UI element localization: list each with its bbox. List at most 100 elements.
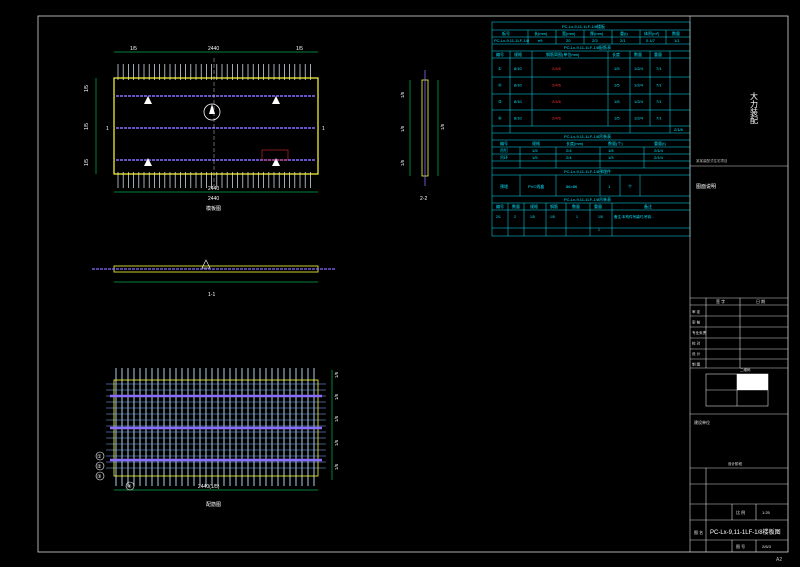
table-5-cell: 1/5 [598, 215, 603, 219]
table-5-header-cell: 规格 [530, 203, 538, 209]
plan-top-dim: 1/5 [130, 46, 137, 52]
lifting-point-marker [272, 158, 280, 166]
table-5-header-cell: 数量 [512, 203, 520, 209]
rebar-callout-circle [95, 461, 105, 471]
table-2-cell: 8/10 [514, 99, 523, 104]
table-3-header-cell: 规格 [532, 140, 540, 146]
table-1-cell: 1/1 [674, 38, 680, 43]
plan-detail-box [261, 149, 289, 161]
table-3-cell: 1/5 [608, 155, 614, 160]
table-2-header-cell: 重量 [654, 51, 662, 57]
table-3-cell: 2/1/4 [654, 155, 664, 160]
plan-view: 1/5 2440 1/5 1/5 1/5 1/5 2440 2440 1 1 模… [84, 46, 325, 212]
north-arrow-head-icon [209, 104, 215, 114]
table-2-cell: 8/10 [514, 83, 523, 88]
table-3-cell: 吊钉 [500, 147, 508, 153]
rebar-view: 1/5 1/5 1/5 1/5 1/5 2440(1/5) ① ② ③ ④ 配筋… [95, 368, 339, 508]
drawing-name: PC-Lx-9,11-1LF-1/8楼板图 [710, 528, 781, 536]
table-1-header-cell: 长(mm) [534, 30, 548, 36]
client-label: 建设单位 [694, 419, 710, 425]
table-5-header-cell: 备注 [644, 203, 652, 209]
rebar-callout: ④ [127, 484, 132, 490]
table-5-cell: 1 [576, 215, 578, 219]
lifting-point-marker [144, 158, 152, 166]
drawing-number: 2/6/3 [762, 544, 772, 549]
plan-bottom-dim: 2440 [208, 196, 219, 202]
table-2-header-cell: 数量 [634, 51, 642, 57]
table-5-header-cell: 数量 [572, 203, 580, 209]
table-1-title: PC-Lx-9,11-1LF-1/8楼板 [562, 23, 605, 29]
table-2-header-cell: 钢筋简图(单位mm) [546, 51, 580, 57]
table-2-cell: 1/5 [614, 66, 620, 71]
table-1-header-cell: 重(t) [620, 30, 628, 36]
plan-left-dim: 1/5 [84, 123, 90, 130]
qr-code-fill [737, 374, 768, 390]
title-block-text: 大力装配 某某装配式住宅项目 图面说明 签 字 日 期 审 定审 核专业负责校 … [692, 91, 781, 549]
table-2-header-cell: 规格 [514, 51, 522, 57]
section-mark: 1 [106, 126, 109, 132]
table-3-cell: 1/5 [532, 148, 538, 153]
rebar-callout-circle [95, 451, 105, 461]
table-5-cell: 2/1 [496, 215, 501, 219]
table-4-cell: PVC线盒 [528, 183, 544, 189]
table-4-cell: 86×86 [566, 184, 578, 189]
plan-top-dim: 1/5 [296, 46, 303, 52]
table-2-cell: 1/2/4 [634, 83, 644, 88]
rebar-vertical-bars [115, 368, 315, 486]
section-2-2-dim: 1/5 [400, 125, 405, 132]
rebar-right-dim: 1/5 [334, 371, 339, 378]
project-label: 某某装配式住宅项目 [696, 158, 728, 163]
title-block-row-label: 审 定 [692, 309, 701, 314]
table-5-cell: 1 [598, 228, 600, 232]
table-1-header-cell: 数量 [672, 30, 680, 36]
table-2-cell: 1/2/4 [634, 99, 644, 104]
table-1-header-cell: 宽(mm) [562, 30, 576, 36]
lifting-point-marker [272, 96, 280, 104]
schedule-tables-text: PC-Lx-9,11-1LF-1/8楼板 板号 长(mm) 宽(mm) 厚(mm… [494, 23, 684, 232]
lifting-point-marker [201, 259, 211, 269]
table-1-header-cell: 体积(m³) [644, 30, 660, 36]
plan-bottom-dim: 2440 [208, 186, 219, 192]
section-mark: 1 [322, 126, 325, 132]
table-2-cell: 2/4/6 [552, 83, 562, 88]
sheet-size-label: A2 [776, 557, 782, 563]
plan-rebar-stubs-bottom [117, 172, 311, 188]
table-2-header-cell: 编号 [496, 51, 504, 57]
table-1-cell: e9 [538, 38, 543, 43]
table-5-title: PC-Lx-9,11-1LF-1/8吊装表 [564, 196, 611, 202]
company-name: 大力装配 [750, 91, 759, 125]
table-4-cell: 个 [628, 184, 632, 189]
stage-label: 设计阶段 [728, 461, 742, 466]
table-5-cell: 1/5 [550, 215, 555, 219]
table-2-cell: 1/5 [614, 116, 620, 121]
plan-view-title: 模板图 [206, 205, 221, 212]
lifting-point-marker [144, 96, 152, 104]
drawing-outer-frame [37, 15, 789, 553]
drawing-number-label: 图 号 [736, 543, 745, 549]
table-2-cell: ② [498, 83, 502, 88]
section-2-2-title: 2-2 [420, 196, 427, 202]
table-5-header-cell: 编号 [496, 203, 504, 209]
rebar-callout: ① [97, 454, 102, 460]
table-2-cell: 2/4/6 [552, 116, 562, 121]
table-3-header-cell: 编号 [500, 140, 508, 146]
title-block [689, 16, 788, 552]
rebar-right-dim: 1/5 [334, 439, 339, 446]
table-5-cell: 2 [514, 215, 516, 219]
table-2-cell: ③ [498, 99, 502, 104]
plan-left-dim: 1/5 [84, 85, 90, 92]
rebar-view-title: 配筋图 [206, 501, 221, 508]
title-block-row-label: 审 核 [692, 320, 701, 325]
section-2-2-dim: 1/5 [440, 123, 445, 130]
table-2-cell: 1/2/4 [634, 66, 644, 71]
scale-value: 1:25 [762, 510, 771, 515]
section-2-2-dim: 1/5 [400, 91, 405, 98]
table-1-cell: 20 [566, 38, 571, 43]
table-3-cell: 1/5 [608, 148, 614, 153]
title-block-row-label: 校 对 [692, 341, 701, 346]
table-4-cell: 预埋 [500, 183, 508, 189]
table-1-cell: PC-Lx-9,11-1LF-1/8 [494, 38, 530, 43]
rebar-right-dim: 1/5 [334, 463, 339, 470]
